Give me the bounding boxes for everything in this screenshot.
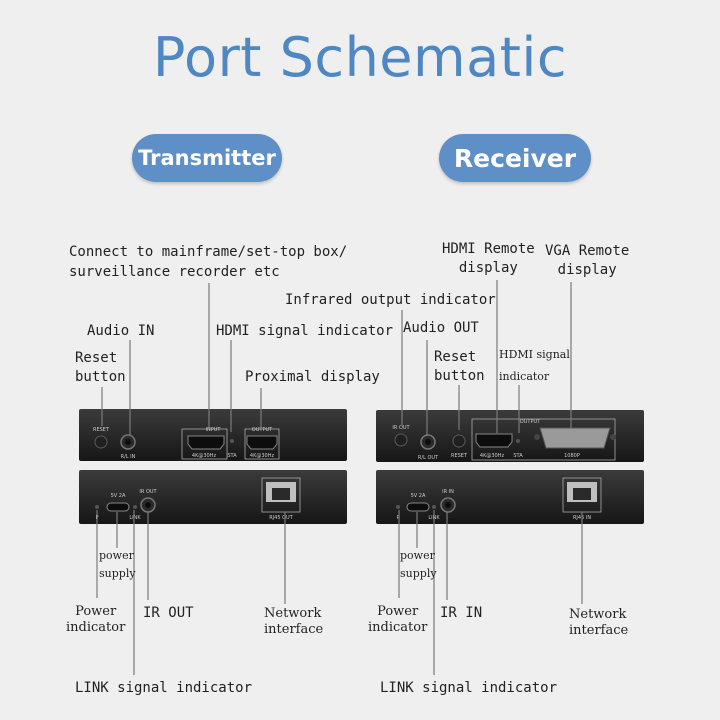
rx-usb-c-port — [406, 502, 430, 512]
tx-label-proximal: Proximal display — [245, 369, 380, 385]
tx-label-audio-in: Audio IN — [87, 323, 155, 339]
rx-p-text: P — [396, 515, 399, 521]
leader-lines — [96, 280, 583, 675]
tx-label-reset: Reset button — [75, 350, 126, 385]
rx-sta-text: STA — [513, 453, 523, 459]
tx-usb-c-port — [106, 502, 130, 512]
rx-label-audio-out: Audio OUT — [403, 320, 479, 336]
rx-hdmi-out-port — [475, 433, 513, 448]
transmitter-heading: Transmitter — [132, 134, 282, 182]
rx-reset-text: RESET — [451, 453, 468, 459]
rx-vga-text: 1080P — [564, 453, 580, 459]
tx-sta-text: STA — [227, 453, 237, 459]
rx-rlout-text: R/L OUT — [418, 455, 439, 461]
tx-irout-text: IR OUT — [139, 489, 157, 495]
tx-power-text: 5V 2A — [111, 493, 126, 499]
rx-irin-text: IR IN — [442, 489, 454, 495]
tx-rj45-text: RJ45 OUT — [269, 515, 293, 521]
receiver-front-panel: IR OUT R/L OUT RESET OUTPUT 4K@30Hz STA … — [376, 410, 644, 462]
tx-link-text: LINK — [129, 515, 141, 521]
rx-label-reset: Reset button — [434, 349, 485, 384]
tx-label-power-indicator: Power indicator — [66, 604, 126, 635]
tx-fmt1-text: 4K@30Hz — [192, 453, 217, 459]
rx-ir-out-led — [394, 433, 408, 447]
rx-label-hdmi-signal: HDMI signal indicator — [499, 348, 570, 383]
tx-input-text: INPUT — [206, 427, 222, 433]
rx-label-ir-in: IR IN — [440, 605, 483, 621]
rx-label-network: Network interface — [569, 607, 629, 638]
receiver-heading: Receiver — [439, 134, 591, 182]
tx-label-ir-out: IR OUT — [143, 605, 194, 621]
page-title: Port Schematic — [152, 26, 568, 89]
tx-hdmi-out-port — [246, 435, 278, 450]
rx-label-link: LINK signal indicator — [380, 680, 558, 696]
tx-output-text: OUTPUT — [252, 427, 273, 433]
tx-fmt2-text: 4K@30Hz — [250, 453, 275, 459]
tx-reset-text: RESET — [93, 427, 110, 433]
tx-label-power-supply: power supply — [99, 549, 136, 580]
rx-vga-port — [539, 427, 611, 449]
receiver-back-panel: P 5V 2A LINK IR IN RJ45 IN — [376, 470, 644, 524]
rx-reset-button — [452, 434, 466, 448]
tx-label-connect: Connect to mainframe/set-top box/ survei… — [69, 244, 348, 280]
tx-rlin-text: R/L IN — [121, 454, 136, 460]
tx-label-link: LINK signal indicator — [75, 680, 253, 696]
transmitter-back-panel: P 5V 2A LINK IR OUT RJ45 OUT — [79, 470, 347, 524]
tx-label-network: Network interface — [264, 606, 324, 637]
transmitter-front-panel: RESET R/L IN INPUT OUTPUT 4K@30Hz STA 4K… — [79, 409, 347, 461]
tx-hdmi-in-port — [187, 435, 225, 450]
rx-label-power-indicator: Power indicator — [368, 604, 428, 635]
rx-label-vga-remote: VGA Remote display — [545, 243, 630, 278]
tx-reset-button — [94, 435, 108, 449]
rx-output-text: OUTPUT — [520, 419, 541, 425]
rx-label-hdmi-remote: HDMI Remote display — [442, 241, 535, 276]
rx-label-power-supply: power supply — [400, 549, 437, 580]
rx-irout-text: IR OUT — [392, 425, 410, 431]
rx-fmt-text: 4K@30Hz — [480, 453, 505, 459]
tx-label-hdmi-signal: HDMI signal indicator — [216, 323, 394, 339]
rx-label-infrared: Infrared output indicator — [285, 292, 496, 308]
rx-power-text: 5V 2A — [411, 493, 426, 499]
